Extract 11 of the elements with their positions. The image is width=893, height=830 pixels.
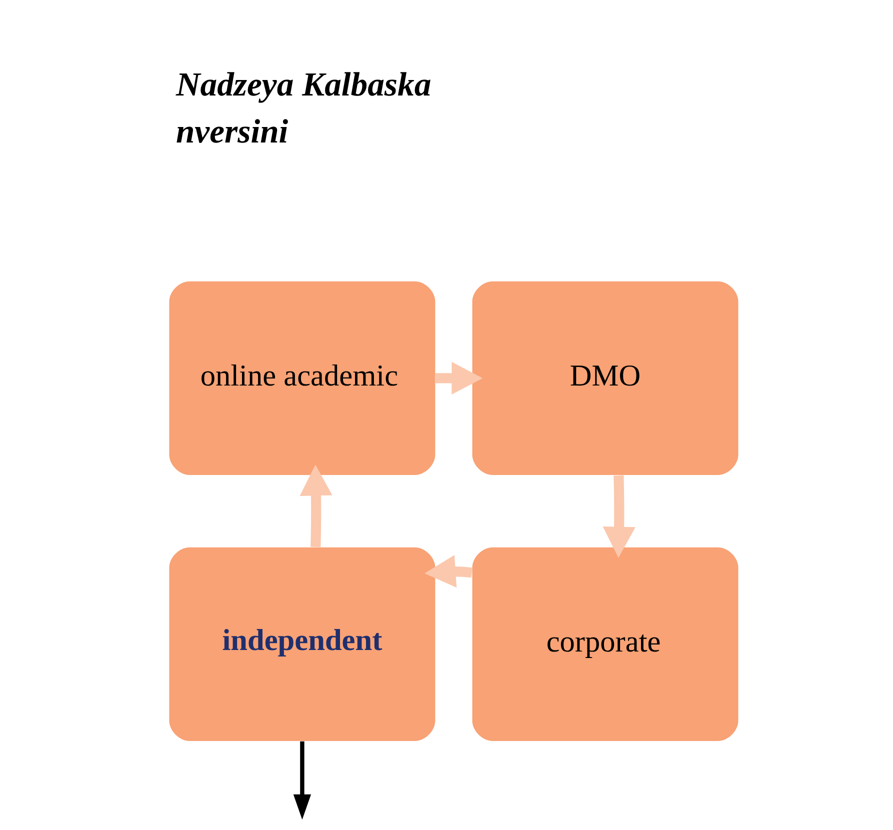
label: nversini — [175, 113, 288, 150]
arrow — [434, 362, 482, 394]
arrow — [299, 464, 332, 548]
arrow — [602, 475, 635, 558]
label: Nadzeya Kalbaska — [175, 66, 431, 104]
arrow — [424, 555, 472, 588]
node-box: DMO — [472, 281, 738, 475]
arrow — [292, 741, 311, 820]
node-box: online academic — [168, 281, 435, 475]
node-box: corporate — [472, 547, 738, 742]
node-box: independent — [168, 547, 435, 742]
